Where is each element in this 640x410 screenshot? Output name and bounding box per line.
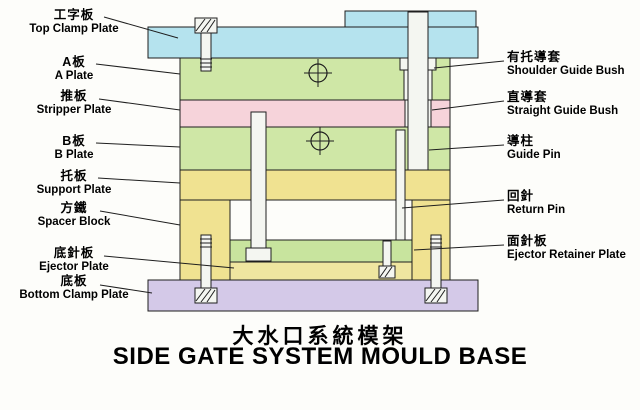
leader-lines-left <box>95 16 235 294</box>
leader-lines-right <box>401 60 505 251</box>
label-straight-guide-bush-en: Straight Guide Bush <box>507 105 619 117</box>
label-straight-guide-bush: 直導套 Straight Guide Bush <box>507 90 640 119</box>
label-guide-pin: 導柱 Guide Pin <box>507 134 640 163</box>
label-top-clamp-plate-en: Top Clamp Plate <box>29 23 119 35</box>
label-guide-pin-en: Guide Pin <box>507 149 561 161</box>
label-b-plate-zh: B板 <box>62 134 86 148</box>
label-ejector-retainer-plate-en: Ejector Retainer Plate <box>507 249 626 261</box>
label-a-plate-zh: A板 <box>62 55 86 69</box>
label-top-clamp-plate-zh: 工字板 <box>53 8 95 22</box>
cap-screw-bottom-left <box>194 234 218 304</box>
label-support-plate: 托板 Support Plate <box>5 169 143 198</box>
label-straight-guide-bush-zh: 直導套 <box>507 90 548 104</box>
label-ejector-retainer-plate: 面針板 Ejector Retainer Plate <box>507 234 640 263</box>
centerline-symbol-lower <box>306 127 334 155</box>
label-shoulder-guide-bush-en: Shoulder Guide Bush <box>507 65 625 77</box>
return-pin <box>395 129 406 241</box>
label-stripper-plate: 推板 Stripper Plate <box>5 89 143 118</box>
label-spacer-block: 方鐵 Spacer Block <box>5 201 143 230</box>
label-a-plate-en: A Plate <box>54 70 94 82</box>
label-spacer-block-zh: 方鐵 <box>60 201 88 215</box>
label-a-plate: A板 A Plate <box>5 55 143 84</box>
label-ejector-plate-en: Ejector Plate <box>39 261 109 273</box>
label-bottom-clamp-plate-en: Bottom Clamp Plate <box>19 289 129 301</box>
support-plate <box>179 169 451 201</box>
label-ejector-plate: 底針板 Ejector Plate <box>5 246 143 275</box>
cap-screw-bottom-right <box>424 234 448 304</box>
diagram-title-chinese: 大水口系統模架 <box>232 325 408 348</box>
center-pillar-head <box>245 247 272 262</box>
label-shoulder-guide-bush-zh: 有托導套 <box>507 50 562 64</box>
label-return-pin: 回針 Return Pin <box>507 189 640 218</box>
label-stripper-plate-en: Stripper Plate <box>36 104 112 116</box>
label-stripper-plate-zh: 推板 <box>60 89 88 103</box>
label-bottom-clamp-plate-zh: 底板 <box>60 274 88 288</box>
label-guide-pin-zh: 導柱 <box>507 134 535 148</box>
cap-screw-top <box>194 17 218 72</box>
label-top-clamp-plate: 工字板 Top Clamp Plate <box>5 8 143 37</box>
label-return-pin-zh: 回針 <box>507 189 535 203</box>
label-bottom-clamp-plate: 底板 Bottom Clamp Plate <box>5 274 143 303</box>
label-return-pin-en: Return Pin <box>507 204 566 216</box>
label-support-plate-en: Support Plate <box>36 184 112 196</box>
label-shoulder-guide-bush: 有托導套 Shoulder Guide Bush <box>507 50 640 79</box>
center-pillar <box>250 111 267 253</box>
label-spacer-block-en: Spacer Block <box>37 216 111 228</box>
centerline-symbol-upper <box>304 59 332 87</box>
cap-screw-ejector <box>378 240 396 279</box>
label-b-plate: B板 B Plate <box>5 134 143 163</box>
label-support-plate-zh: 托板 <box>60 169 88 183</box>
label-ejector-plate-zh: 底針板 <box>53 246 95 260</box>
guide-pin <box>407 11 429 171</box>
label-ejector-retainer-plate-zh: 面針板 <box>507 234 548 248</box>
label-b-plate-en: B Plate <box>54 149 94 161</box>
diagram-title-english: SIDE GATE SYSTEM MOULD BASE <box>112 343 528 370</box>
